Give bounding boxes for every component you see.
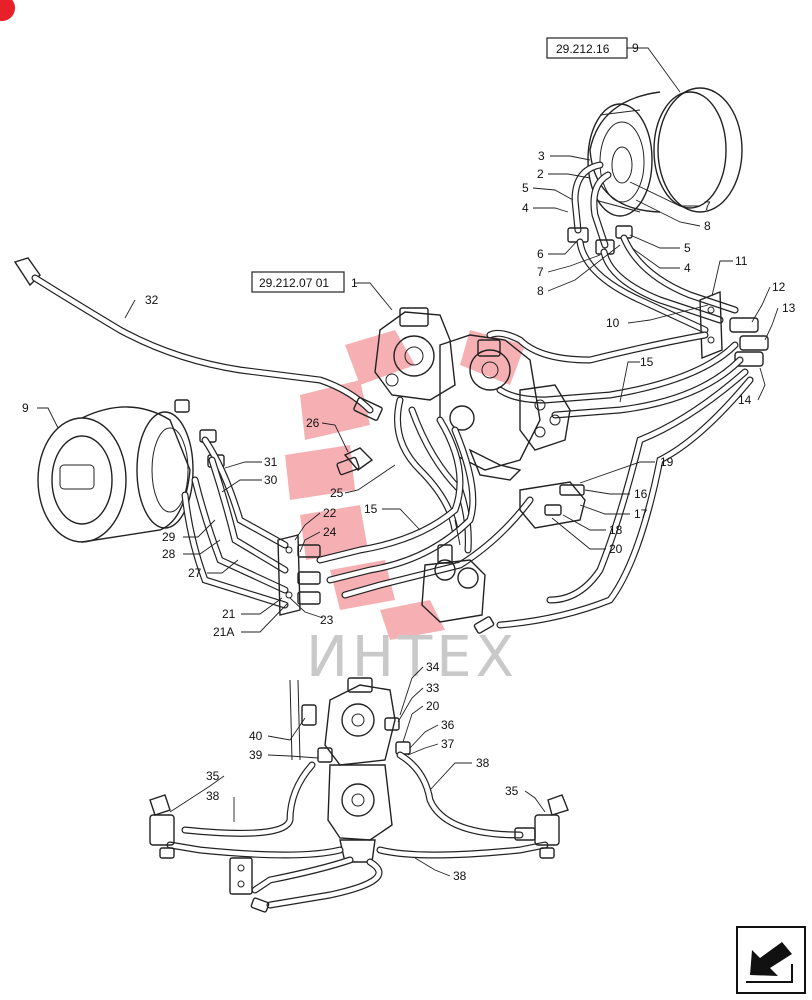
lower-bracket <box>229 857 270 913</box>
hoses-15-upper <box>486 329 754 629</box>
callout-22: 22 <box>323 506 337 520</box>
svg-text:29.212.07 01: 29.212.07 01 <box>259 276 329 290</box>
corner-badge <box>0 0 15 21</box>
callout-38: 38 <box>476 756 490 770</box>
callout-38: 38 <box>206 789 220 803</box>
hoses-left-motor <box>181 436 289 609</box>
callout-28: 28 <box>162 547 176 561</box>
callout-11: 11 <box>735 254 748 268</box>
callout-14: 14 <box>738 393 752 407</box>
callout-17: 17 <box>634 507 648 521</box>
callout-35: 35 <box>505 784 519 798</box>
callout-34: 34 <box>426 660 440 674</box>
callout-20: 20 <box>609 542 623 556</box>
callout-4: 4 <box>684 261 691 275</box>
valve-block <box>421 519 495 634</box>
callout-5: 5 <box>522 181 529 195</box>
fittings-12-13 <box>729 317 769 367</box>
watermark-text: ИНТЕХ <box>306 625 518 690</box>
callout-29: 29 <box>162 530 176 544</box>
arrow-next-icon[interactable] <box>736 926 806 994</box>
callout-5: 5 <box>684 241 691 255</box>
fitting-26 <box>336 447 374 476</box>
callout-26: 26 <box>306 416 320 430</box>
callout-13: 13 <box>782 301 796 315</box>
callout-21a: 21A <box>213 625 234 639</box>
callout-4: 4 <box>522 201 529 215</box>
callout-25: 25 <box>330 486 344 500</box>
callout-8: 8 <box>704 219 711 233</box>
bracket-21 <box>277 534 321 616</box>
manifold-block <box>519 481 586 529</box>
callout-33: 33 <box>426 681 440 695</box>
callout-15: 15 <box>364 502 378 516</box>
callout-10: 10 <box>606 316 620 330</box>
callout-20: 20 <box>426 699 440 713</box>
ref-box-top[interactable]: 29.212.16 <box>546 37 628 59</box>
callout-21: 21 <box>222 607 236 621</box>
callout-23: 23 <box>320 613 334 627</box>
hoses-right-motor <box>576 234 739 334</box>
callout-labels: 9 3 2 5 4 7 8 5 6 4 7 8 11 12 13 10 14 1… <box>22 41 796 883</box>
callout-3: 3 <box>538 149 545 163</box>
callout-18: 18 <box>609 523 623 537</box>
callout-40: 40 <box>249 729 263 743</box>
callout-39: 39 <box>249 748 263 762</box>
callout-38: 38 <box>453 869 467 883</box>
travel-motor-left <box>37 399 225 543</box>
callout-27: 27 <box>188 566 202 580</box>
hose-32 <box>13 257 383 421</box>
callout-7: 7 <box>537 265 544 279</box>
fittings-35-left <box>149 794 175 859</box>
travel-motor-right <box>587 87 743 217</box>
callout-24: 24 <box>323 525 337 539</box>
fittings-35-right <box>514 794 569 859</box>
lower-hoses-38 <box>166 751 549 909</box>
callout-9: 9 <box>22 401 29 415</box>
callout-37: 37 <box>441 737 455 751</box>
callout-35: 35 <box>206 769 220 783</box>
callout-8: 8 <box>537 284 544 298</box>
leader-lines <box>37 47 779 877</box>
callout-2: 2 <box>537 167 544 181</box>
callout-31: 31 <box>264 455 278 469</box>
callout-16: 16 <box>634 487 648 501</box>
callout-15: 15 <box>640 355 654 369</box>
callout-12: 12 <box>772 280 786 294</box>
callout-19: 19 <box>660 455 674 469</box>
callout-9: 9 <box>632 41 639 55</box>
callout-1: 1 <box>351 276 358 290</box>
callout-36: 36 <box>441 718 455 732</box>
hoses-pump-down <box>316 396 534 599</box>
callout-7: 7 <box>704 199 711 213</box>
ref-box-mid[interactable]: 29.212.07 01 <box>251 271 345 293</box>
callout-32: 32 <box>145 293 159 307</box>
callout-30: 30 <box>264 473 278 487</box>
svg-text:29.212.16: 29.212.16 <box>556 42 610 56</box>
watermark-logo <box>285 330 525 640</box>
callout-6: 6 <box>537 247 544 261</box>
